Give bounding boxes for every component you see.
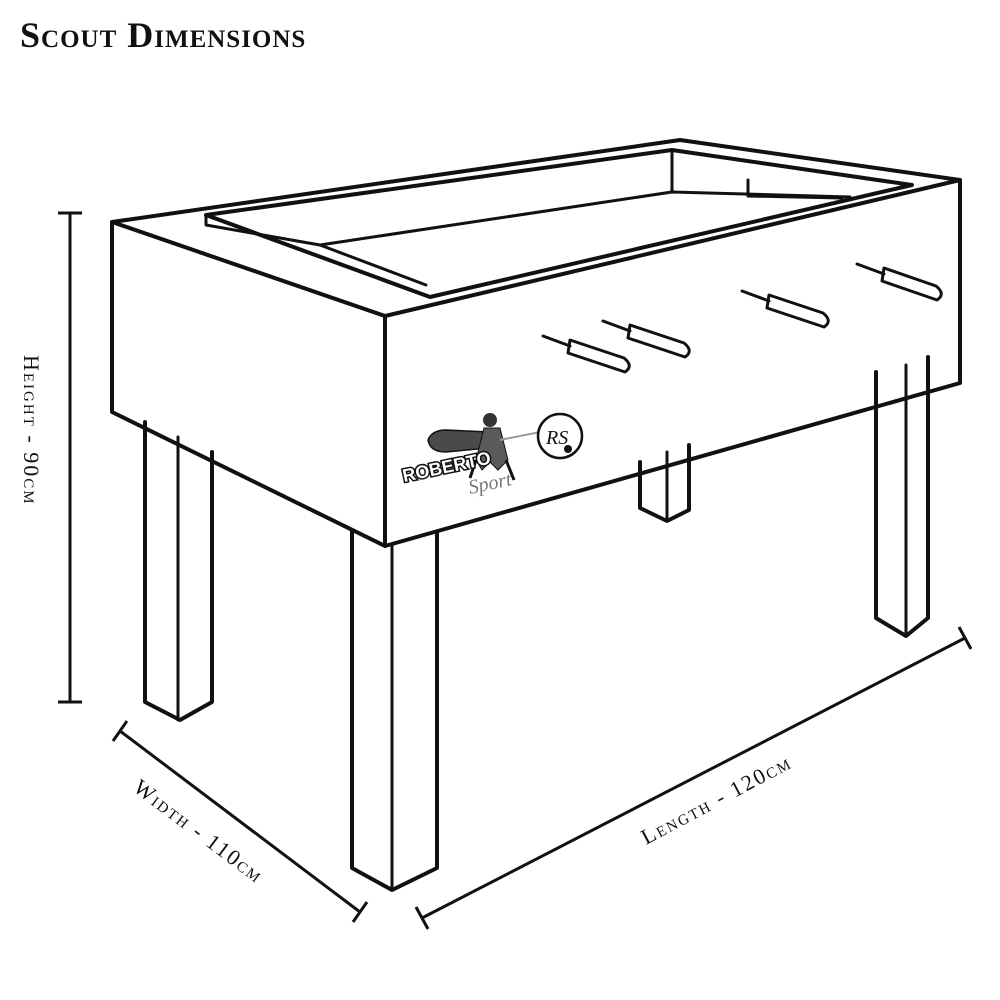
diagram-title: Scout Dimensions: [20, 15, 307, 55]
back-right-leg: [874, 355, 930, 638]
rod-handle-1: [541, 334, 631, 374]
height-dimension: Height - 90cm: [19, 211, 82, 704]
table-body: [110, 138, 962, 548]
rod-handles: [541, 262, 943, 374]
front-right-leg: [350, 528, 439, 892]
length-label: Length - 120cm: [637, 749, 796, 849]
roberto-sport-logo: RS ROBERTO Sport: [399, 412, 584, 499]
width-dimension: Width - 110cm: [111, 720, 369, 923]
rod-handle-4: [855, 262, 943, 302]
rod-handle-2: [601, 319, 691, 359]
logo-sub: Sport: [466, 468, 513, 499]
length-dimension: Length - 120cm: [414, 626, 973, 930]
height-label: Height - 90cm: [19, 355, 44, 506]
front-left-leg: [143, 420, 214, 722]
logo-monogram: RS: [545, 427, 568, 449]
back-middle-leg: [638, 443, 691, 523]
rod-handle-3: [740, 289, 830, 329]
